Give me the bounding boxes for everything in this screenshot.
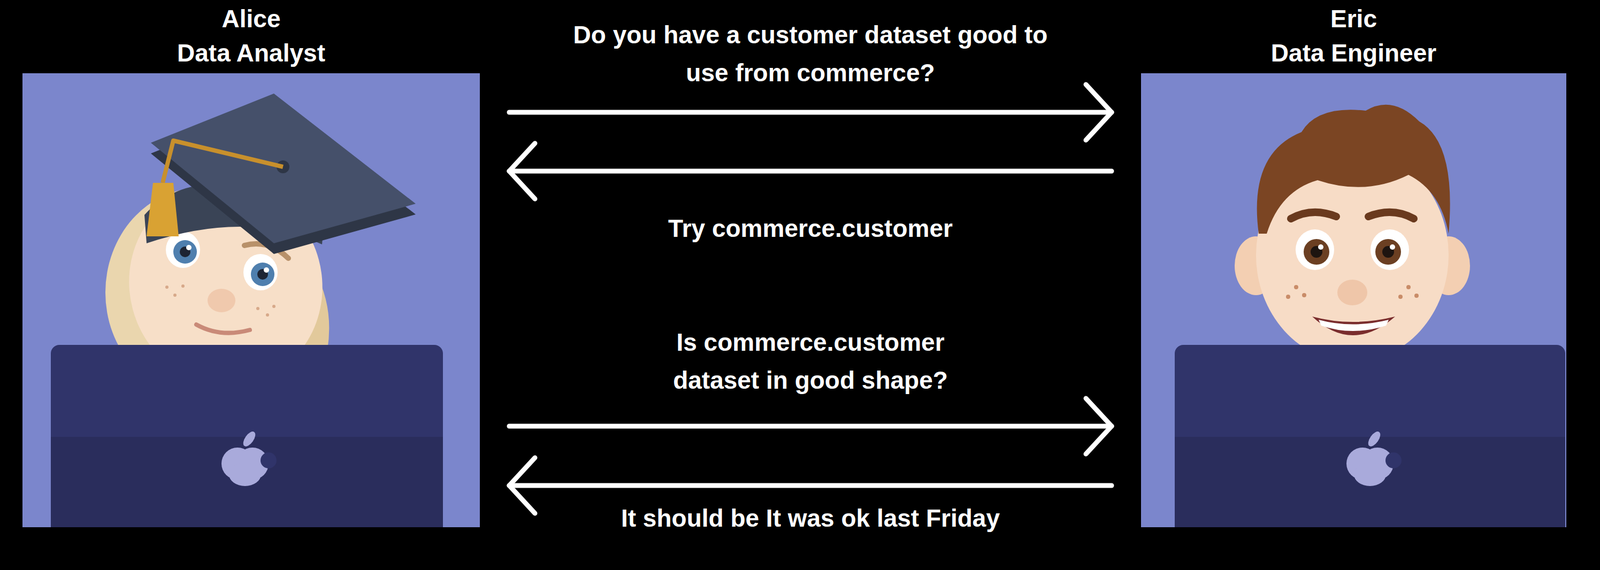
arrow-head: [509, 143, 535, 199]
avatar-panel: AliceData Analyst: [22, 73, 480, 528]
arrow-head: [509, 457, 535, 514]
message-arrow: [509, 398, 1112, 455]
arrow-head: [1085, 84, 1112, 141]
graduation-cap: [144, 93, 416, 255]
message-label: Do you have a customer dataset good to u…: [559, 16, 1062, 93]
person-role: Data Engineer: [1060, 35, 1600, 71]
arrow-line: [509, 110, 1112, 116]
arrow-line: [509, 169, 1112, 174]
arrow-line: [509, 424, 1112, 430]
message-label-box: Do you have a customer dataset good to u…: [559, 16, 1062, 93]
message-label-box: Is commerce.customer dataset in good sha…: [649, 323, 971, 400]
analyst-avatar: [22, 73, 480, 528]
avatar-panel: EricData Engineer: [1141, 73, 1567, 528]
laptop: [1174, 345, 1566, 528]
laptop: [50, 345, 443, 528]
message-arrow: [509, 143, 1112, 199]
arrow-line: [509, 483, 1112, 489]
panel-heading: AliceData Analyst: [0, 1, 561, 71]
message-label: Try commerce.customer: [542, 209, 1078, 248]
message-label-box: Try commerce.customer: [542, 209, 1078, 248]
panel-heading: EricData Engineer: [1060, 1, 1600, 71]
avatar-hair: [1257, 104, 1451, 234]
message-label: It should be It was ok last Friday: [516, 499, 1105, 538]
message-label-box: It should be It was ok last Friday: [516, 499, 1105, 538]
person-name: Eric: [1060, 1, 1600, 36]
arrow-head: [1085, 398, 1112, 455]
engineer-avatar: [1141, 73, 1567, 528]
message-label: Is commerce.customer dataset in good sha…: [649, 323, 971, 400]
person-name: Alice: [0, 1, 561, 36]
message-arrow: [509, 84, 1112, 141]
person-role: Data Analyst: [0, 35, 561, 71]
